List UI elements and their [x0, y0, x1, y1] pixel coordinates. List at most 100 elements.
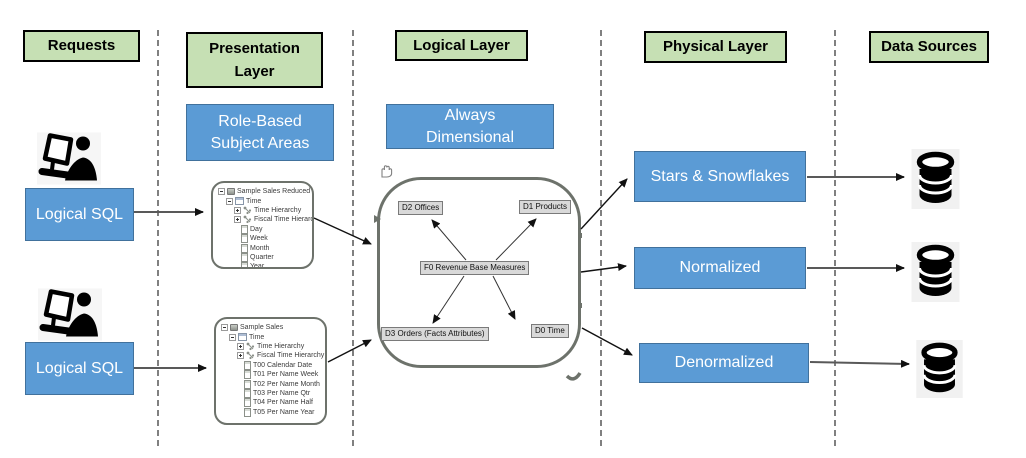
subject-area-icon [230, 324, 238, 332]
tree-item[interactable]: Month [217, 243, 310, 253]
tree-item-label: Fiscal Time Hierarchy [257, 352, 325, 360]
tree-item-label: Day [250, 225, 263, 233]
column-icon [241, 224, 248, 234]
tree-item[interactable]: T05 Per Name Year [220, 407, 323, 417]
box-label: Denormalized [674, 354, 774, 372]
box-label: Logical SQL [35, 205, 124, 223]
column-icon [244, 379, 251, 389]
tree-item[interactable]: Time Hierarchy [217, 206, 310, 215]
collapse-toggle-icon[interactable] [218, 188, 225, 196]
node-label: D2 Offices [402, 203, 440, 212]
hierarchy-icon [246, 351, 255, 360]
tree-item-label: Month [250, 244, 270, 252]
column-header-requests: Requests [23, 30, 140, 62]
tree-item[interactable]: Day [217, 224, 310, 234]
subject-area-tree-reduced: Sample Sales Reduced Time Time Hierarchy… [211, 181, 314, 269]
column-separator [834, 30, 836, 447]
schema-node-f0-fact: F0 Revenue Base Measures [420, 261, 530, 275]
database-cylinder-icon [911, 149, 960, 214]
logical-sql-box-top: Logical SQL [25, 188, 134, 241]
column-header-presentation-layer: Presentation Layer [186, 32, 323, 88]
column-separator [352, 30, 354, 447]
schema-node-d0-time: D0 Time [531, 324, 569, 338]
header-label: Presentation Layer [209, 39, 300, 80]
collapse-toggle-icon[interactable] [229, 333, 236, 341]
tree-item[interactable]: Week [217, 234, 310, 244]
hierarchy-icon [246, 342, 255, 351]
tree-item-label: T02 Per Name Month [253, 380, 320, 388]
tree-item[interactable]: T04 Per Name Half [220, 398, 323, 408]
tree-item-label: Time Hierarchy [254, 206, 302, 214]
box-label: Stars & Snowflakes [650, 167, 790, 185]
column-header-data-sources: Data Sources [869, 31, 989, 63]
tree-item[interactable]: Year [217, 262, 310, 269]
column-icon [241, 252, 248, 262]
column-icon [244, 407, 251, 417]
tree-item[interactable]: Sample Sales Reduced [217, 187, 310, 196]
column-separator [157, 30, 159, 447]
always-dimensional-box: Always Dimensional [386, 104, 554, 149]
expand-toggle-icon[interactable] [237, 352, 244, 360]
hierarchy-icon [243, 215, 252, 224]
arrow-schema-to-normalized [580, 263, 627, 273]
header-label: Requests [47, 37, 116, 55]
arrow-tree1-to-schema [313, 217, 372, 245]
column-icon [244, 360, 251, 370]
tree-item[interactable]: Fiscal Time Hierarchy [220, 351, 325, 360]
tree-item-label: Time Hierarchy [257, 342, 305, 350]
tree-item[interactable]: Quarter [217, 252, 310, 262]
expand-toggle-icon[interactable] [234, 216, 241, 224]
logical-sql-box-bottom: Logical SQL [25, 342, 134, 395]
collapse-toggle-icon[interactable] [221, 324, 228, 332]
tree-item-label: Time [246, 197, 262, 205]
denormalized-box: Denormalized [639, 343, 809, 383]
column-separator [600, 30, 602, 447]
person-at-computer-icon [37, 132, 101, 185]
node-label: F0 Revenue Base Measures [424, 263, 526, 272]
node-label: D3 Orders (Facts Attributes) [385, 329, 485, 338]
header-label: Data Sources [881, 38, 977, 56]
schema-node-d1-products: D1 Products [519, 200, 572, 214]
expand-toggle-icon[interactable] [234, 206, 241, 214]
tree-item-label: T04 Per Name Half [253, 399, 313, 407]
tree-item[interactable]: Sample Sales [220, 323, 323, 332]
subject-area-icon [227, 188, 235, 196]
tree-item-label: Week [250, 235, 268, 243]
tree-item[interactable]: Time [217, 196, 310, 206]
column-icon [241, 234, 248, 244]
panel-corner-mark [565, 372, 582, 381]
box-label: Role-Based Subject Areas [210, 112, 310, 152]
arrow-tree2-to-schema [327, 339, 372, 363]
stars-snowflakes-box: Stars & Snowflakes [634, 151, 806, 202]
tree-item[interactable]: T01 Per Name Week [220, 370, 323, 380]
tree-item-label: Fiscal Time Hierarchy [254, 216, 314, 224]
tree-item[interactable]: T02 Per Name Month [220, 379, 323, 389]
tree-item[interactable]: T03 Per Name Qtr [220, 388, 323, 398]
node-label: D0 Time [535, 326, 565, 335]
column-header-logical-layer: Logical Layer [395, 30, 528, 61]
person-at-computer-icon [38, 288, 102, 341]
tree-item[interactable]: Time Hierarchy [220, 342, 323, 351]
node-label: D1 Products [523, 202, 568, 211]
normalized-box: Normalized [634, 247, 806, 289]
tree-item-label: Year [250, 263, 265, 269]
tree-item[interactable]: Time [220, 332, 323, 342]
hierarchy-icon [243, 206, 252, 215]
column-icon [244, 370, 251, 380]
column-header-physical-layer: Physical Layer [644, 31, 787, 63]
box-label: Normalized [679, 259, 761, 277]
schema-node-d3-orders: D3 Orders (Facts Attributes) [381, 327, 489, 341]
arrow-schema-to-stars [580, 178, 628, 230]
database-cylinder-icon [911, 242, 960, 307]
tree-item[interactable]: T00 Calendar Date [220, 360, 323, 370]
tree-item[interactable]: Fiscal Time Hierarchy [217, 215, 312, 224]
column-icon [244, 388, 251, 398]
tree-item-label: T03 Per Name Qtr [253, 389, 311, 397]
arrow-denormalized-to-db [809, 359, 910, 368]
column-icon [241, 262, 248, 267]
tree-item-label: Time [249, 333, 265, 341]
expand-toggle-icon[interactable] [237, 342, 244, 350]
arrow-schema-to-denormalized [581, 327, 633, 356]
collapse-toggle-icon[interactable] [226, 197, 233, 205]
